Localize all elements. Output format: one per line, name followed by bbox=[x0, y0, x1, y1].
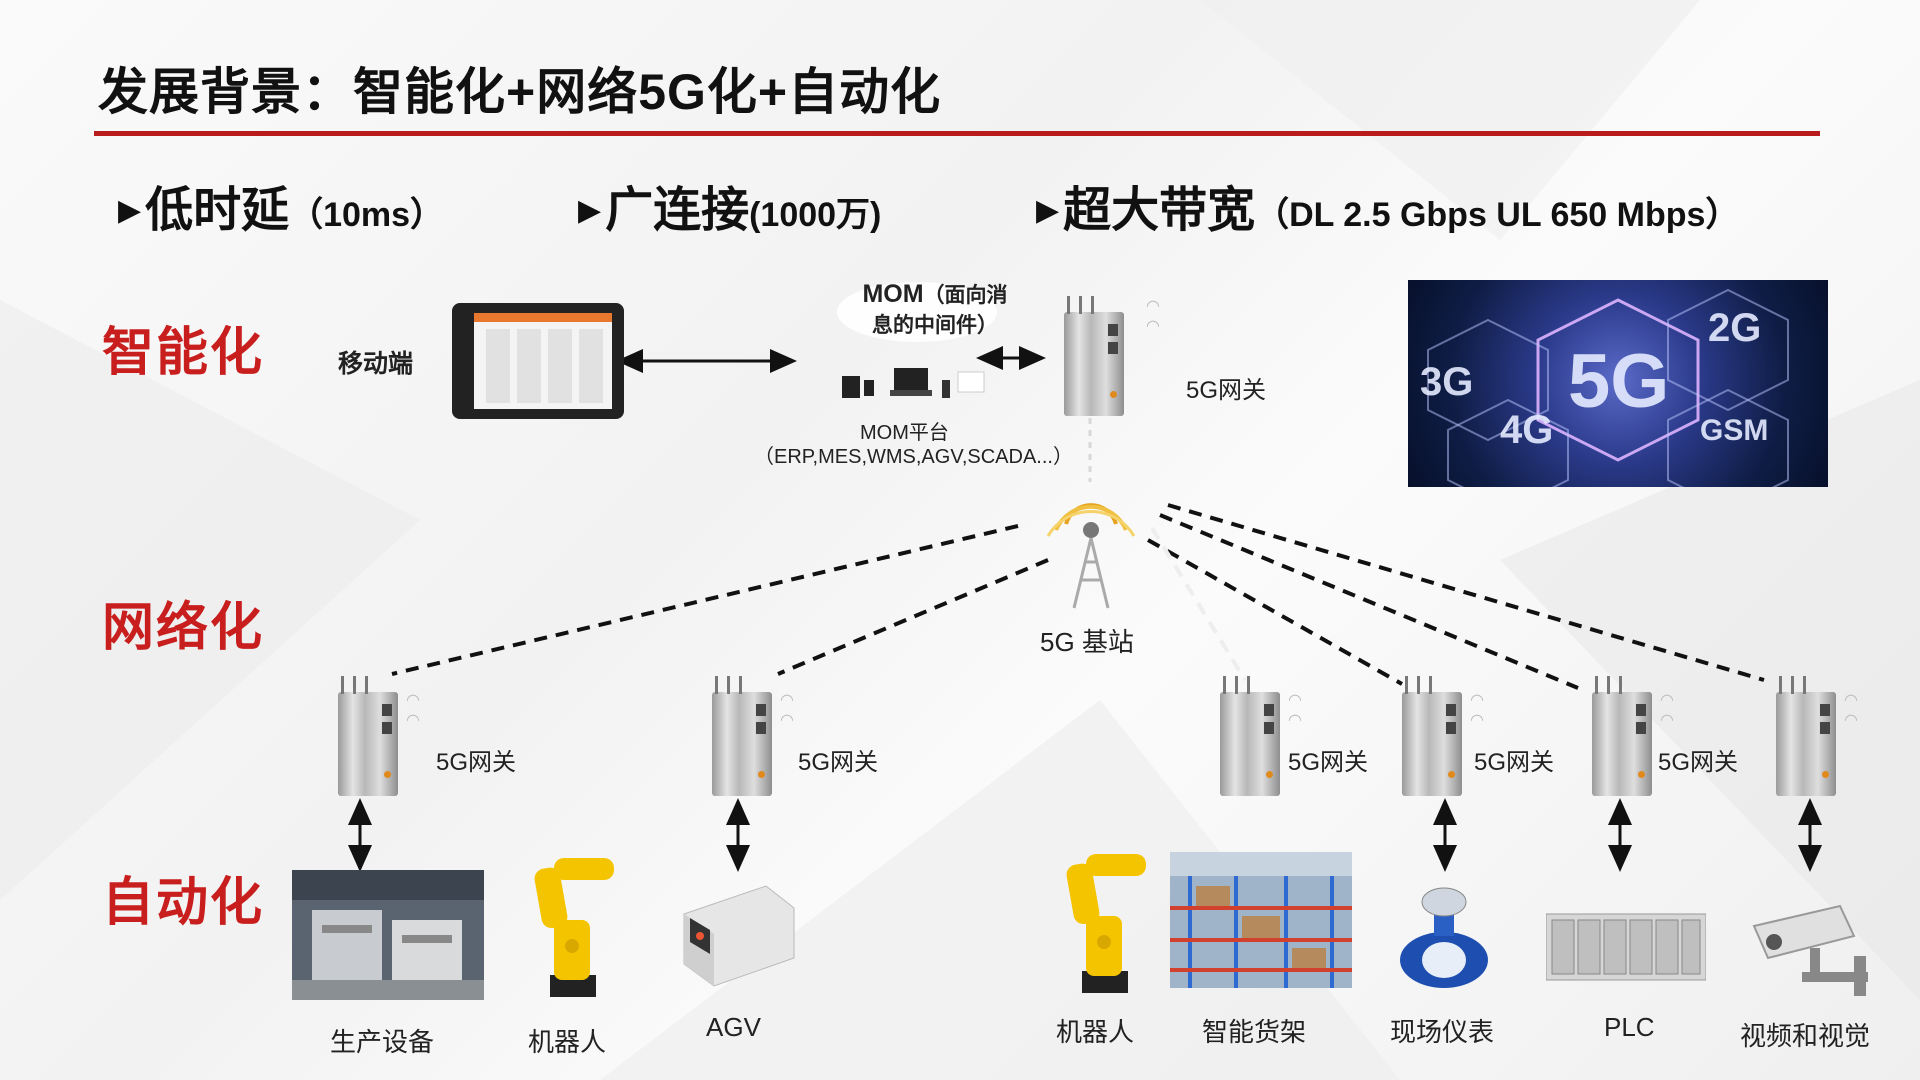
title-divider bbox=[94, 131, 1820, 136]
device-label: 现场仪表 bbox=[1390, 1017, 1495, 1047]
wifi-icon: ◠◠ bbox=[1288, 692, 1302, 729]
gateway-device-icon bbox=[1064, 296, 1124, 416]
robot-arm-icon bbox=[1066, 854, 1146, 993]
wireless-links bbox=[391, 503, 1765, 690]
gateway-device-icon bbox=[712, 676, 772, 796]
layer-label-automation: 自动化 bbox=[102, 874, 265, 932]
gateway-label: 5G网关 bbox=[436, 749, 517, 776]
base-station-tower-icon bbox=[1046, 503, 1136, 609]
gateway-device-icon bbox=[1592, 676, 1652, 796]
wifi-icon: ◠◠ bbox=[1146, 298, 1160, 335]
device-label: 视频和视觉 bbox=[1740, 1021, 1871, 1051]
device-label: 机器人 bbox=[1056, 1017, 1135, 1047]
production-equipment-image bbox=[292, 870, 484, 1000]
device-label: AGV bbox=[706, 1012, 761, 1042]
gateway-device-icon bbox=[338, 676, 398, 796]
base-station-label: 5G 基站 bbox=[1040, 627, 1134, 657]
device-label: 生产设备 bbox=[330, 1027, 435, 1057]
top-gateway-label: 5G网关 bbox=[1186, 377, 1267, 404]
5g-image: 5G 2G 3G 4G GSM bbox=[1408, 280, 1828, 487]
layer-label-intelligence: 智能化 bbox=[102, 324, 265, 382]
feature-low-latency: ▶低时延（10ms） bbox=[118, 184, 445, 237]
feature-bandwidth: ▶超大带宽（DL 2.5 Gbps UL 650 Mbps） bbox=[1036, 184, 1740, 237]
gateway-label: 5G网关 bbox=[1658, 749, 1739, 776]
server-icons bbox=[842, 368, 985, 398]
security-camera-icon bbox=[1752, 904, 1868, 996]
gateway-device-icon bbox=[1220, 676, 1280, 796]
wifi-icon: ◠◠ bbox=[780, 692, 794, 729]
device-label: PLC bbox=[1604, 1012, 1655, 1042]
gateway-device-icon bbox=[1776, 676, 1836, 796]
cloud-icon bbox=[837, 282, 997, 342]
triangle-bullet-icon: ▶ bbox=[1036, 194, 1060, 227]
page-title: 发展背景：智能化+网络5G化+自动化 bbox=[98, 64, 942, 120]
device-label: 机器人 bbox=[528, 1027, 607, 1057]
gateway-label: 5G网关 bbox=[1288, 749, 1369, 776]
mom-systems-label: （ERP,MES,WMS,AGV,SCADA...） bbox=[754, 446, 1073, 468]
feature-wide-connection: ▶广连接(1000万) bbox=[578, 184, 882, 237]
wifi-icon: ◠◠ bbox=[1844, 692, 1858, 729]
flow-meter-icon bbox=[1400, 887, 1488, 988]
wifi-icon: ◠◠ bbox=[1470, 692, 1484, 729]
gateway-device-icon bbox=[1402, 676, 1462, 796]
gateway-label: 5G网关 bbox=[798, 749, 879, 776]
mom-middleware: MOM（面向消 息的中间件） bbox=[862, 280, 1008, 337]
agv-icon bbox=[683, 885, 795, 987]
mobile-label: 移动端 bbox=[338, 350, 414, 378]
robot-arm-icon bbox=[534, 858, 614, 997]
smart-shelf-image bbox=[1170, 852, 1352, 988]
triangle-bullet-icon: ▶ bbox=[578, 194, 602, 227]
gateway-device-arrows bbox=[348, 798, 1822, 872]
tablet-image bbox=[452, 303, 624, 419]
device-label: 智能货架 bbox=[1202, 1017, 1307, 1047]
gateway-label: 5G网关 bbox=[1474, 749, 1555, 776]
layer-label-network: 网络化 bbox=[102, 599, 265, 657]
plc-icon bbox=[1546, 913, 1706, 981]
wifi-icon: ◠◠ bbox=[406, 692, 420, 729]
mom-platform-label: MOM平台 bbox=[860, 422, 949, 444]
triangle-bullet-icon: ▶ bbox=[118, 194, 142, 227]
wifi-icon: ◠◠ bbox=[1660, 692, 1674, 729]
